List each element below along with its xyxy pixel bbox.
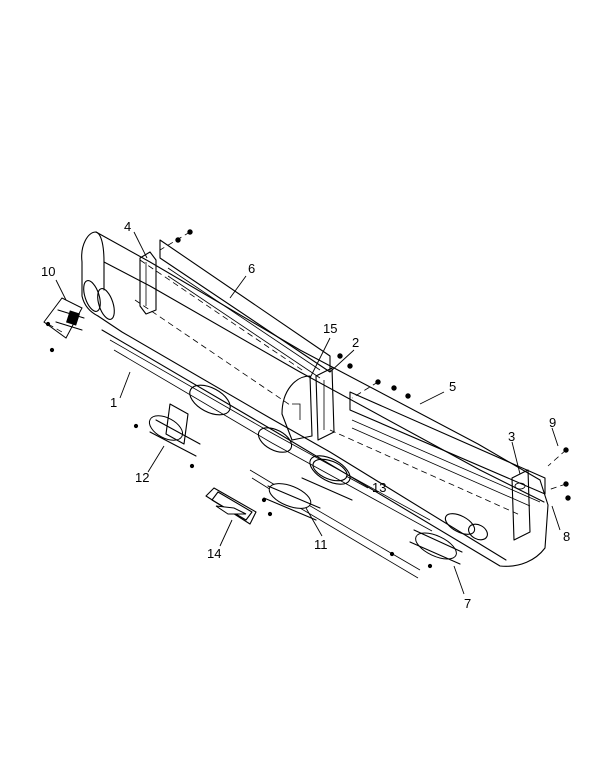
bracket-3 — [511, 469, 531, 541]
callout-8: 8 — [563, 529, 570, 544]
callout-10: 10 — [41, 264, 55, 279]
callout-13: 13 — [372, 480, 386, 495]
lamp-assembly-10 — [43, 297, 85, 339]
callout-1: 1 — [110, 395, 117, 410]
bracket-15 — [281, 375, 313, 441]
bracket-4 — [139, 251, 157, 315]
bumper-body — [81, 231, 549, 579]
callout-9: 9 — [549, 415, 556, 430]
callout-2: 2 — [352, 335, 359, 350]
reinforcement-panel-6 — [134, 239, 331, 406]
reinforcement-panel-5 — [329, 391, 546, 516]
lamp-assembly-right — [409, 529, 463, 565]
fasteners — [45, 229, 571, 569]
bracket-2 — [315, 367, 335, 441]
leader-lines — [55, 231, 561, 595]
callout-6: 6 — [248, 261, 255, 276]
callout-15: 15 — [323, 321, 337, 336]
callout-4: 4 — [124, 219, 131, 234]
lamp-openings — [83, 280, 488, 541]
callout-7: 7 — [464, 596, 471, 611]
emblem-14 — [205, 487, 257, 525]
lamp-assembly-12 — [148, 403, 201, 457]
callout-14: 14 — [207, 546, 221, 561]
callout-3: 3 — [508, 429, 515, 444]
callout-11: 11 — [314, 537, 328, 552]
callout-5: 5 — [449, 379, 456, 394]
lamp-assembly-11 — [263, 483, 321, 521]
callout-12: 12 — [135, 470, 149, 485]
callouts: 1 2 3 4 5 6 7 8 9 10 11 12 13 14 15 — [41, 219, 570, 611]
